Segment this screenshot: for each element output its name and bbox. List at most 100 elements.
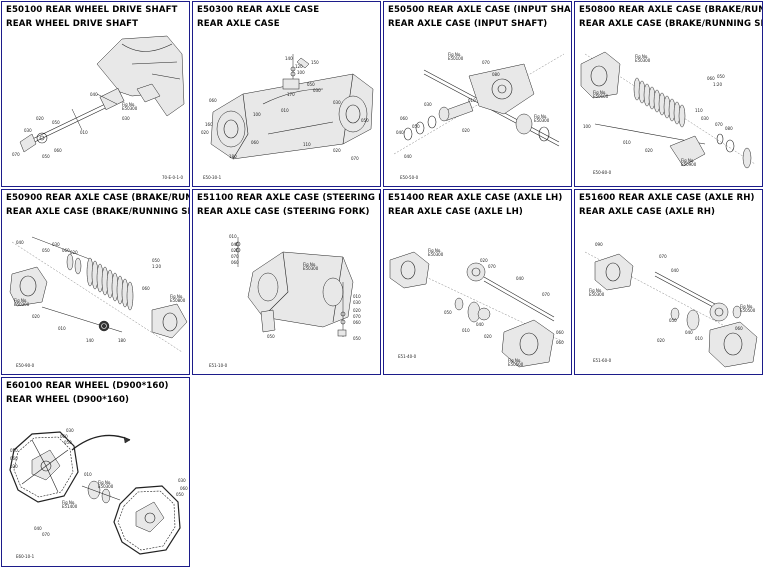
- svg-text:020: 020: [10, 464, 18, 469]
- svg-text:Fig No.: Fig No.: [448, 52, 462, 57]
- svg-text:060: 060: [707, 76, 715, 81]
- svg-text:E50500: E50500: [508, 362, 524, 367]
- svg-text:040: 040: [671, 268, 679, 273]
- svg-text:030: 030: [353, 300, 361, 305]
- svg-text:020: 020: [32, 314, 40, 319]
- svg-text:050: 050: [10, 448, 18, 453]
- svg-text:030: 030: [52, 242, 60, 247]
- svg-text:Fig No.: Fig No.: [635, 54, 649, 59]
- svg-text:060: 060: [62, 248, 70, 253]
- catalog-item-name: REAR AXLE CASE: [197, 19, 280, 29]
- svg-text:050: 050: [444, 310, 452, 315]
- svg-text:050: 050: [152, 258, 160, 263]
- svg-text:150: 150: [311, 60, 319, 65]
- svg-text:100: 100: [253, 112, 261, 117]
- svg-text:E50900: E50900: [681, 162, 697, 167]
- catalog-item-name: REAR AXLE CASE (AXLE LH): [388, 207, 523, 217]
- svg-text:040: 040: [685, 330, 693, 335]
- svg-text:E51-10-0: E51-10-0: [209, 363, 228, 368]
- catalog-item-code: E50500 REAR AXLE CASE (INPUT SHAFT: [388, 5, 572, 15]
- svg-text:010: 010: [695, 336, 703, 341]
- svg-text:Fig No.: Fig No.: [508, 358, 522, 363]
- catalog-item-e51100[interactable]: E51100 REAR AXLE CASE (STEERING FO REAR …: [192, 189, 381, 375]
- svg-text:030: 030: [178, 478, 186, 483]
- svg-text:050: 050: [717, 74, 725, 79]
- svg-text:Fig No.: Fig No.: [428, 248, 442, 253]
- svg-text:020: 020: [201, 130, 209, 135]
- svg-text:070: 070: [659, 254, 667, 259]
- svg-text:070: 070: [231, 254, 239, 259]
- catalog-item-e50800[interactable]: E50800 REAR AXLE CASE (BRAKE/RUNN REAR A…: [574, 1, 763, 187]
- catalog-item-name: REAR AXLE CASE (INPUT SHAFT): [388, 19, 548, 29]
- svg-text:E50100: E50100: [593, 94, 609, 99]
- svg-text:070: 070: [353, 314, 361, 319]
- svg-text:070: 070: [482, 60, 490, 65]
- svg-text:140: 140: [86, 338, 94, 343]
- svg-text:100: 100: [583, 124, 591, 129]
- catalog-item-code: E51100 REAR AXLE CASE (STEERING FO: [197, 193, 381, 203]
- svg-text:070: 070: [42, 532, 50, 537]
- svg-text:030: 030: [66, 428, 74, 433]
- svg-text:060: 060: [209, 98, 217, 103]
- catalog-item-e50100[interactable]: E50100 REAR WHEEL DRIVE SHAFT REAR WHEEL…: [1, 1, 190, 187]
- svg-text:E50300: E50300: [635, 58, 651, 63]
- svg-text:Fig No.: Fig No.: [303, 262, 317, 267]
- svg-text:030: 030: [24, 128, 32, 133]
- svg-text:040: 040: [396, 130, 404, 135]
- catalog-item-name: REAR WHEEL DRIVE SHAFT: [6, 19, 139, 29]
- catalog-item-e50500[interactable]: E50500 REAR AXLE CASE (INPUT SHAFT REAR …: [383, 1, 572, 187]
- svg-text:E50300: E50300: [303, 266, 319, 271]
- exploded-view-diagram: 030 060 050 050 060 020 010 Fig No. E503…: [9, 428, 188, 559]
- svg-text:040: 040: [16, 240, 24, 245]
- exploded-view-diagram: 090 070 040 Fig No. E50300 050 040 010 0…: [584, 242, 758, 368]
- svg-text:E60-10-1: E60-10-1: [16, 554, 35, 559]
- svg-text:010: 010: [353, 294, 361, 299]
- svg-text:E51-40-0: E51-40-0: [398, 354, 417, 359]
- svg-text:160: 160: [205, 122, 213, 127]
- svg-text:010: 010: [468, 98, 476, 103]
- svg-text:060: 060: [556, 340, 564, 345]
- svg-text:080: 080: [725, 126, 733, 131]
- svg-text:060: 060: [556, 330, 564, 335]
- svg-text:Fig No.: Fig No.: [62, 500, 76, 505]
- svg-text:020: 020: [657, 338, 665, 343]
- svg-text:030: 030: [424, 102, 432, 107]
- svg-text:020: 020: [36, 116, 44, 121]
- catalog-item-code: E50100 REAR WHEEL DRIVE SHAFT: [6, 5, 178, 15]
- svg-text:110: 110: [695, 108, 703, 113]
- svg-text:030: 030: [313, 88, 321, 93]
- exploded-view-diagram: Fig No. E50300 Fig No. E50100 060 050 1:…: [580, 51, 756, 175]
- svg-text:050: 050: [669, 318, 677, 323]
- svg-text:E50300: E50300: [14, 302, 30, 307]
- svg-text:Fig No.: Fig No.: [593, 90, 607, 95]
- catalog-item-name: REAR AXLE CASE (STEERING FORK): [197, 207, 370, 217]
- svg-text:E50100: E50100: [448, 56, 464, 61]
- svg-text:140: 140: [285, 56, 293, 61]
- catalog-item-code: E51400 REAR AXLE CASE (AXLE LH): [388, 193, 563, 203]
- catalog-item-e50900[interactable]: E50900 REAR AXLE CASE (BRAKE/RUNN REAR A…: [1, 189, 190, 375]
- catalog-item-e51400[interactable]: E51400 REAR AXLE CASE (AXLE LH) REAR AXL…: [383, 189, 572, 375]
- svg-text:020: 020: [484, 334, 492, 339]
- svg-text:E50300: E50300: [98, 484, 114, 489]
- svg-text:010: 010: [58, 326, 66, 331]
- svg-text:120: 120: [295, 64, 303, 69]
- svg-text:E50-90-0: E50-90-0: [16, 363, 35, 368]
- exploded-view-diagram: 040 030 060 050 020 050 1:20 060 Fig No.…: [9, 236, 188, 368]
- svg-text:E50-50-0: E50-50-0: [400, 175, 419, 180]
- svg-text:E50300: E50300: [122, 106, 138, 111]
- svg-text:070: 070: [542, 292, 550, 297]
- svg-text:030: 030: [122, 116, 130, 121]
- svg-text:E50-80-0: E50-80-0: [593, 170, 612, 175]
- svg-text:010: 010: [80, 130, 88, 135]
- svg-text:020: 020: [333, 148, 341, 153]
- catalog-item-e51600[interactable]: E51600 REAR AXLE CASE (AXLE RH) REAR AXL…: [574, 189, 763, 375]
- svg-text:050: 050: [353, 336, 361, 341]
- svg-text:020: 020: [231, 248, 239, 253]
- svg-text:020: 020: [645, 148, 653, 153]
- svg-text:040: 040: [34, 526, 42, 531]
- svg-text:060: 060: [353, 320, 361, 325]
- catalog-item-e50300[interactable]: E50300 REAR AXLE CASE REAR AXLE CASE 140…: [192, 1, 381, 187]
- svg-text:010: 010: [281, 108, 289, 113]
- catalog-item-e60100[interactable]: E60100 REAR WHEEL (D900*160) REAR WHEEL …: [1, 377, 190, 567]
- svg-text:1:20: 1:20: [713, 82, 722, 87]
